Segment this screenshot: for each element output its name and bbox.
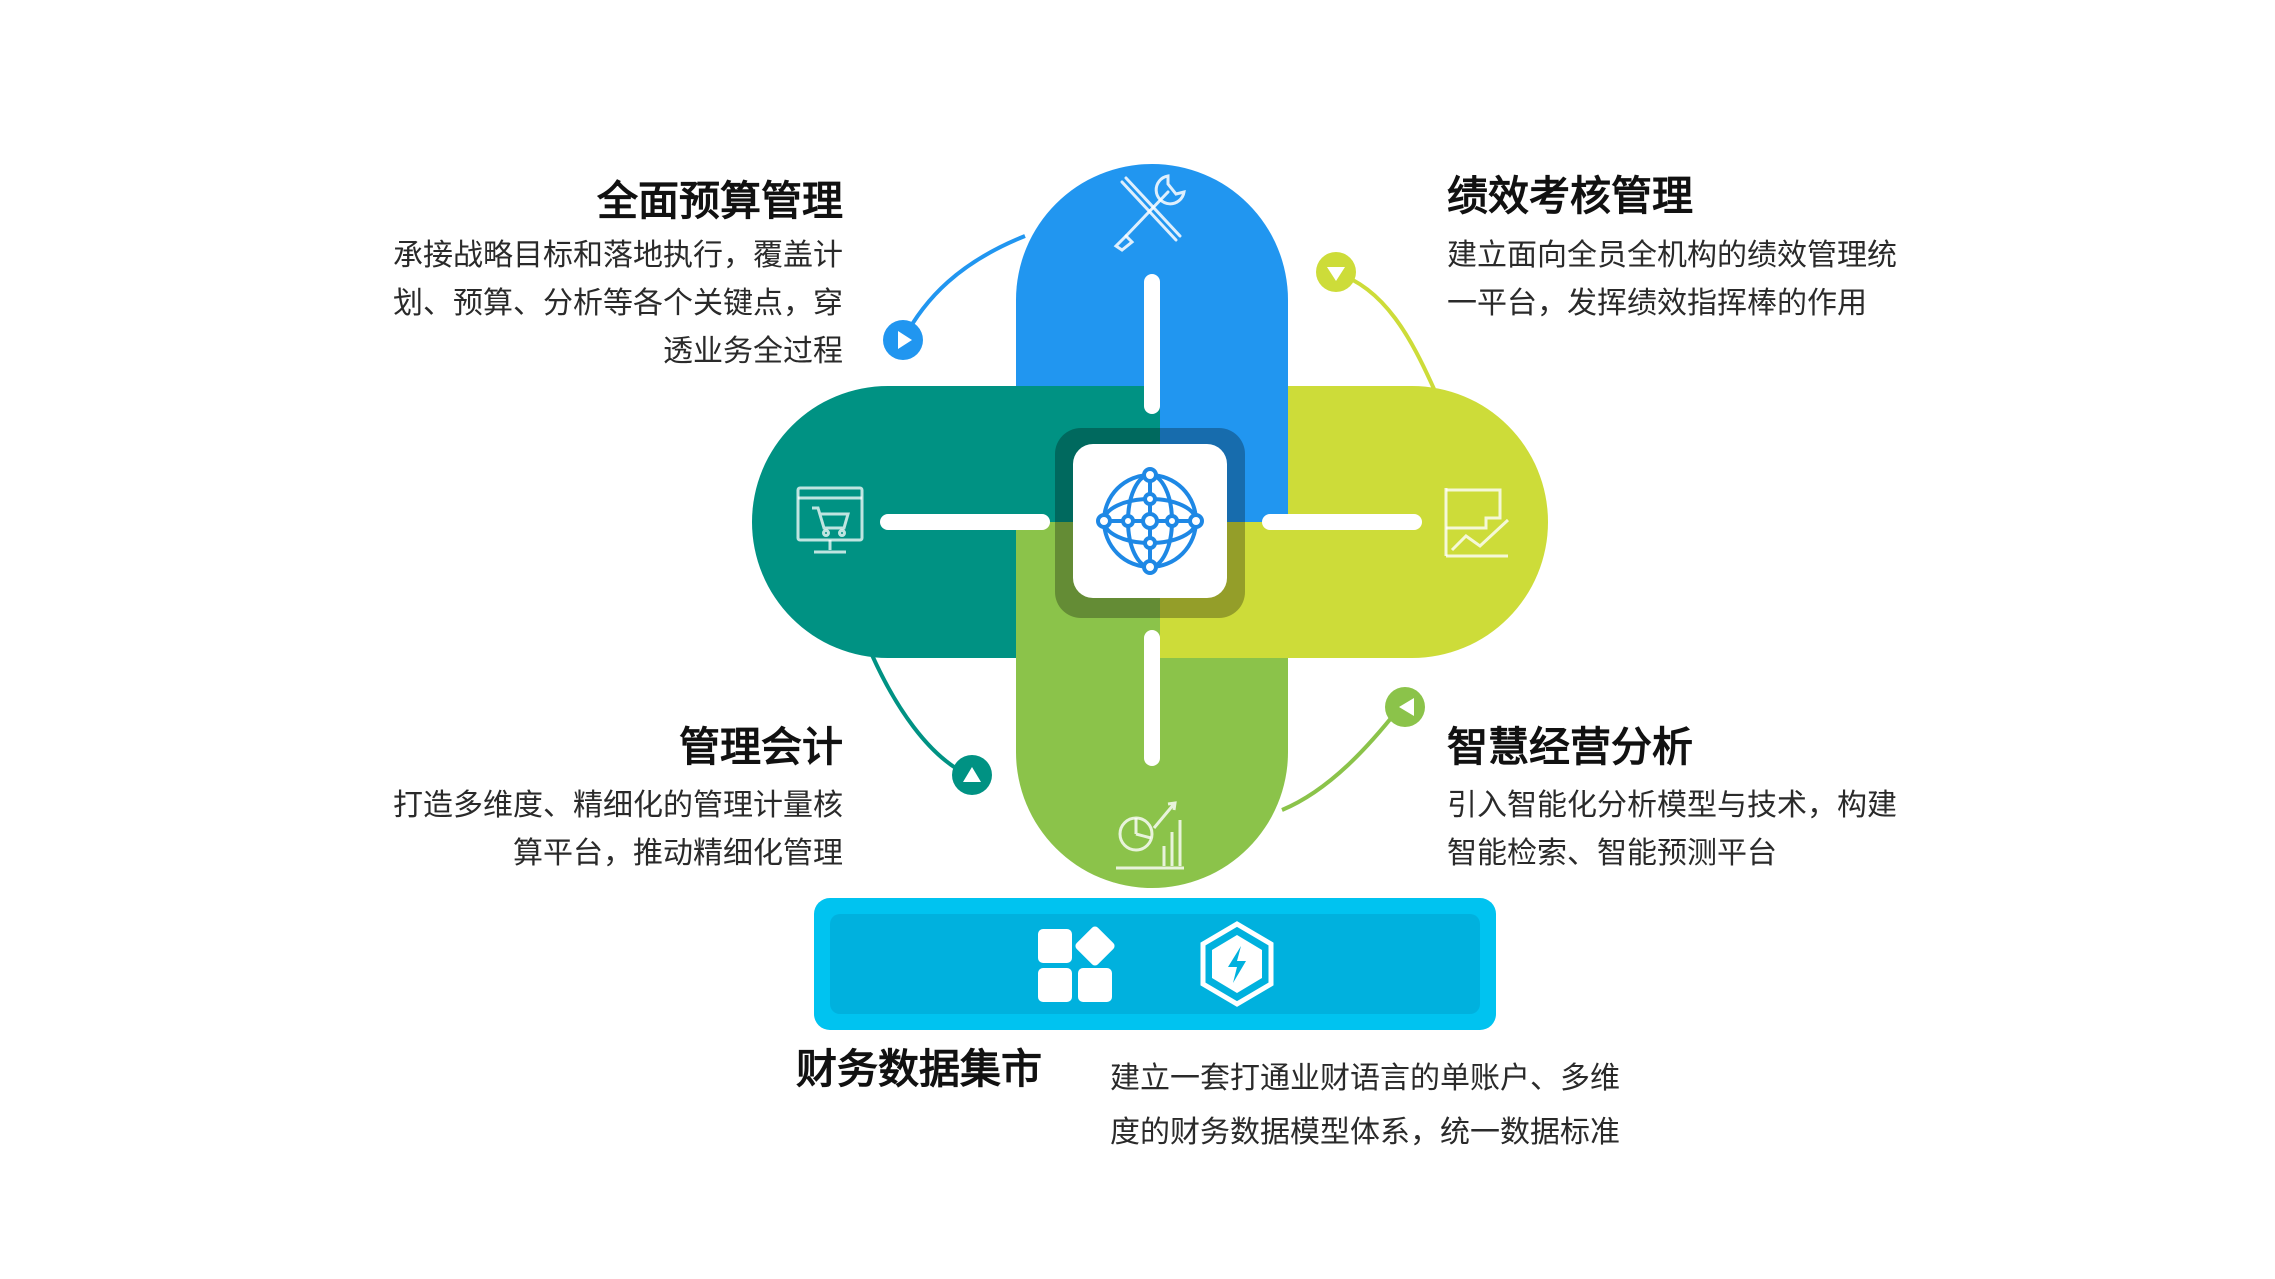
budget-title: 全面预算管理 xyxy=(597,177,843,225)
network-globe-icon xyxy=(1096,467,1204,575)
budget-description: 承接战略目标和落地执行，覆盖计 划、预算、分析等各个关键点，穿 透业务全过程 xyxy=(393,232,843,376)
connector-arc-performance xyxy=(1335,271,1436,390)
accounting-desc-line: 算平台，推动精细化管理 xyxy=(513,836,843,871)
monitor-cart-icon xyxy=(796,486,864,554)
play-marker-budget xyxy=(883,320,923,360)
left-marker-analysis xyxy=(1385,687,1425,727)
budget-desc-line: 承接战略目标和落地执行，覆盖计 xyxy=(393,238,843,273)
guide-line-bottom xyxy=(1144,630,1160,766)
connector-arc-accounting xyxy=(870,654,969,777)
flag-chart-icon xyxy=(1444,488,1510,558)
performance-desc-line: 一平台，发挥绩效指挥棒的作用 xyxy=(1447,286,1867,321)
datamart-description: 建立一套打通业财语言的单账户、多维 度的财务数据模型体系，统一数据标准 xyxy=(1110,1052,1620,1160)
guide-line-right xyxy=(1262,514,1422,530)
connector-arc-analysis xyxy=(1281,705,1402,812)
accounting-title: 管理会计 xyxy=(679,723,843,771)
performance-description: 建立面向全员全机构的绩效管理统 一平台，发挥绩效指挥棒的作用 xyxy=(1447,232,1897,328)
analysis-description: 引入智能化分析模型与技术，构建 智能检索、智能预测平台 xyxy=(1447,782,1897,878)
lightning-hexagon-icon xyxy=(1200,921,1274,1007)
datamart-desc-line: 度的财务数据模型体系，统一数据标准 xyxy=(1110,1115,1620,1150)
analysis-desc-line: 智能检索、智能预测平台 xyxy=(1447,836,1777,871)
accounting-desc-line: 打造多维度、精细化的管理计量核 xyxy=(393,788,843,823)
budget-desc-line: 划、预算、分析等各个关键点，穿 xyxy=(393,286,843,321)
app-blocks-icon xyxy=(1038,926,1115,1002)
datamart-bar-inner xyxy=(830,914,1480,1014)
accounting-description: 打造多维度、精细化的管理计量核 算平台，推动精细化管理 xyxy=(393,782,843,878)
budget-desc-line: 透业务全过程 xyxy=(663,334,843,369)
connector-arc-budget xyxy=(901,234,1026,341)
datamart-title: 财务数据集市 xyxy=(796,1045,1042,1093)
guide-line-top xyxy=(1144,274,1160,414)
up-marker-accounting xyxy=(952,755,992,795)
down-marker-performance xyxy=(1316,252,1356,292)
performance-desc-line: 建立面向全员全机构的绩效管理统 xyxy=(1447,238,1897,273)
analysis-desc-line: 引入智能化分析模型与技术，构建 xyxy=(1447,788,1897,823)
pie-growth-chart-icon xyxy=(1116,801,1184,870)
analysis-title: 智慧经营分析 xyxy=(1447,723,1693,771)
performance-title: 绩效考核管理 xyxy=(1447,172,1693,220)
datamart-desc-line: 建立一套打通业财语言的单账户、多维 xyxy=(1110,1061,1620,1096)
guide-line-left xyxy=(880,514,1050,530)
tools-icon xyxy=(1113,174,1186,252)
